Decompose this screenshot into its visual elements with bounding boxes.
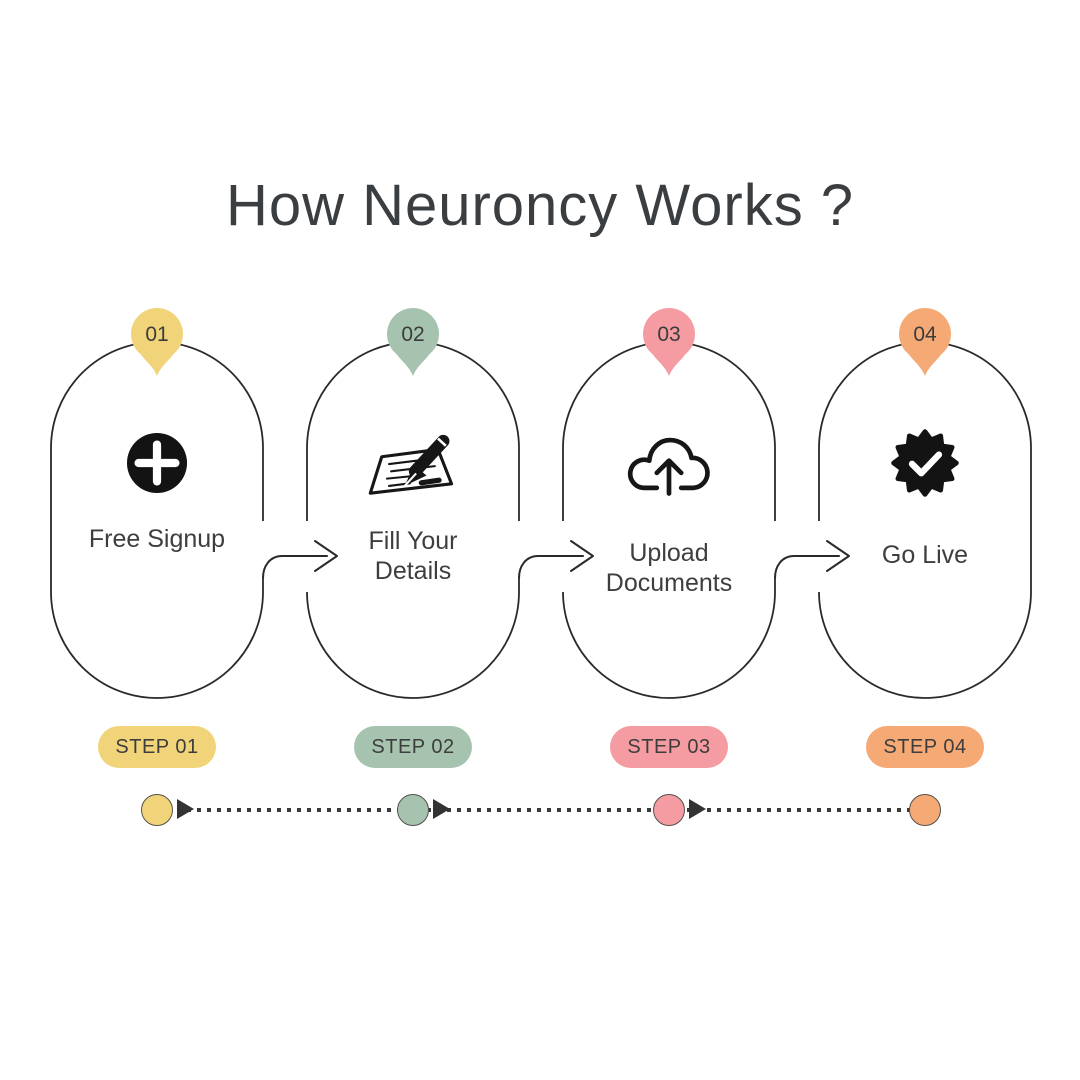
- step1-badge-pill: STEP 01: [98, 726, 216, 768]
- timeline-arrow-icon: [689, 799, 706, 819]
- plus-circle-icon: [126, 432, 188, 494]
- card-outlines: [50, 341, 1032, 699]
- step3-label: Upload Documents: [605, 539, 733, 597]
- step2-pin-badge: 02: [387, 308, 439, 376]
- card-outline-4: [818, 341, 1032, 699]
- card-outline-2: [306, 341, 520, 699]
- step4-pin-badge: 04: [899, 308, 951, 376]
- timeline-node-step1: [141, 794, 173, 826]
- timeline-node-step3: [653, 794, 685, 826]
- card-outline-3: [562, 341, 776, 699]
- step4-number: 04: [913, 323, 937, 346]
- cloud-upload-icon: [627, 437, 710, 496]
- step2-badge-pill: STEP 02: [354, 726, 472, 768]
- step3-number: 03: [657, 323, 680, 346]
- card-outline-1: [50, 341, 264, 699]
- timeline-node-step4: [909, 794, 941, 826]
- step1-pin-badge: 01: [131, 308, 183, 376]
- connector-arrow-1: [255, 521, 338, 592]
- timeline-arrow-icon: [177, 799, 194, 819]
- step4-label: Go Live: [881, 541, 969, 569]
- step4-iconbox: [865, 420, 985, 506]
- step4-badge-pill: STEP 04: [866, 726, 984, 768]
- step3-iconbox: [609, 420, 729, 506]
- step3-badge-pill: STEP 03: [610, 726, 728, 768]
- timeline-dotted-line: [157, 808, 925, 812]
- step3-pin-badge: 03: [643, 308, 695, 376]
- verified-badge-icon: [891, 429, 959, 497]
- connector-arrow-3: [767, 521, 850, 592]
- timeline-node-step2: [397, 794, 429, 826]
- step2-number: 02: [401, 323, 424, 346]
- page-title: How Neuroncy Works ?: [225, 173, 855, 238]
- connector-arrow-2: [511, 521, 594, 592]
- step2-label: Fill Your Details: [368, 527, 458, 585]
- form-pen-icon: [368, 434, 454, 495]
- step1-iconbox: [97, 420, 217, 506]
- timeline-arrow-icon: [433, 799, 450, 819]
- step2-iconbox: [353, 420, 473, 506]
- step1-label: Free Signup: [88, 525, 226, 553]
- step1-number: 01: [145, 323, 168, 346]
